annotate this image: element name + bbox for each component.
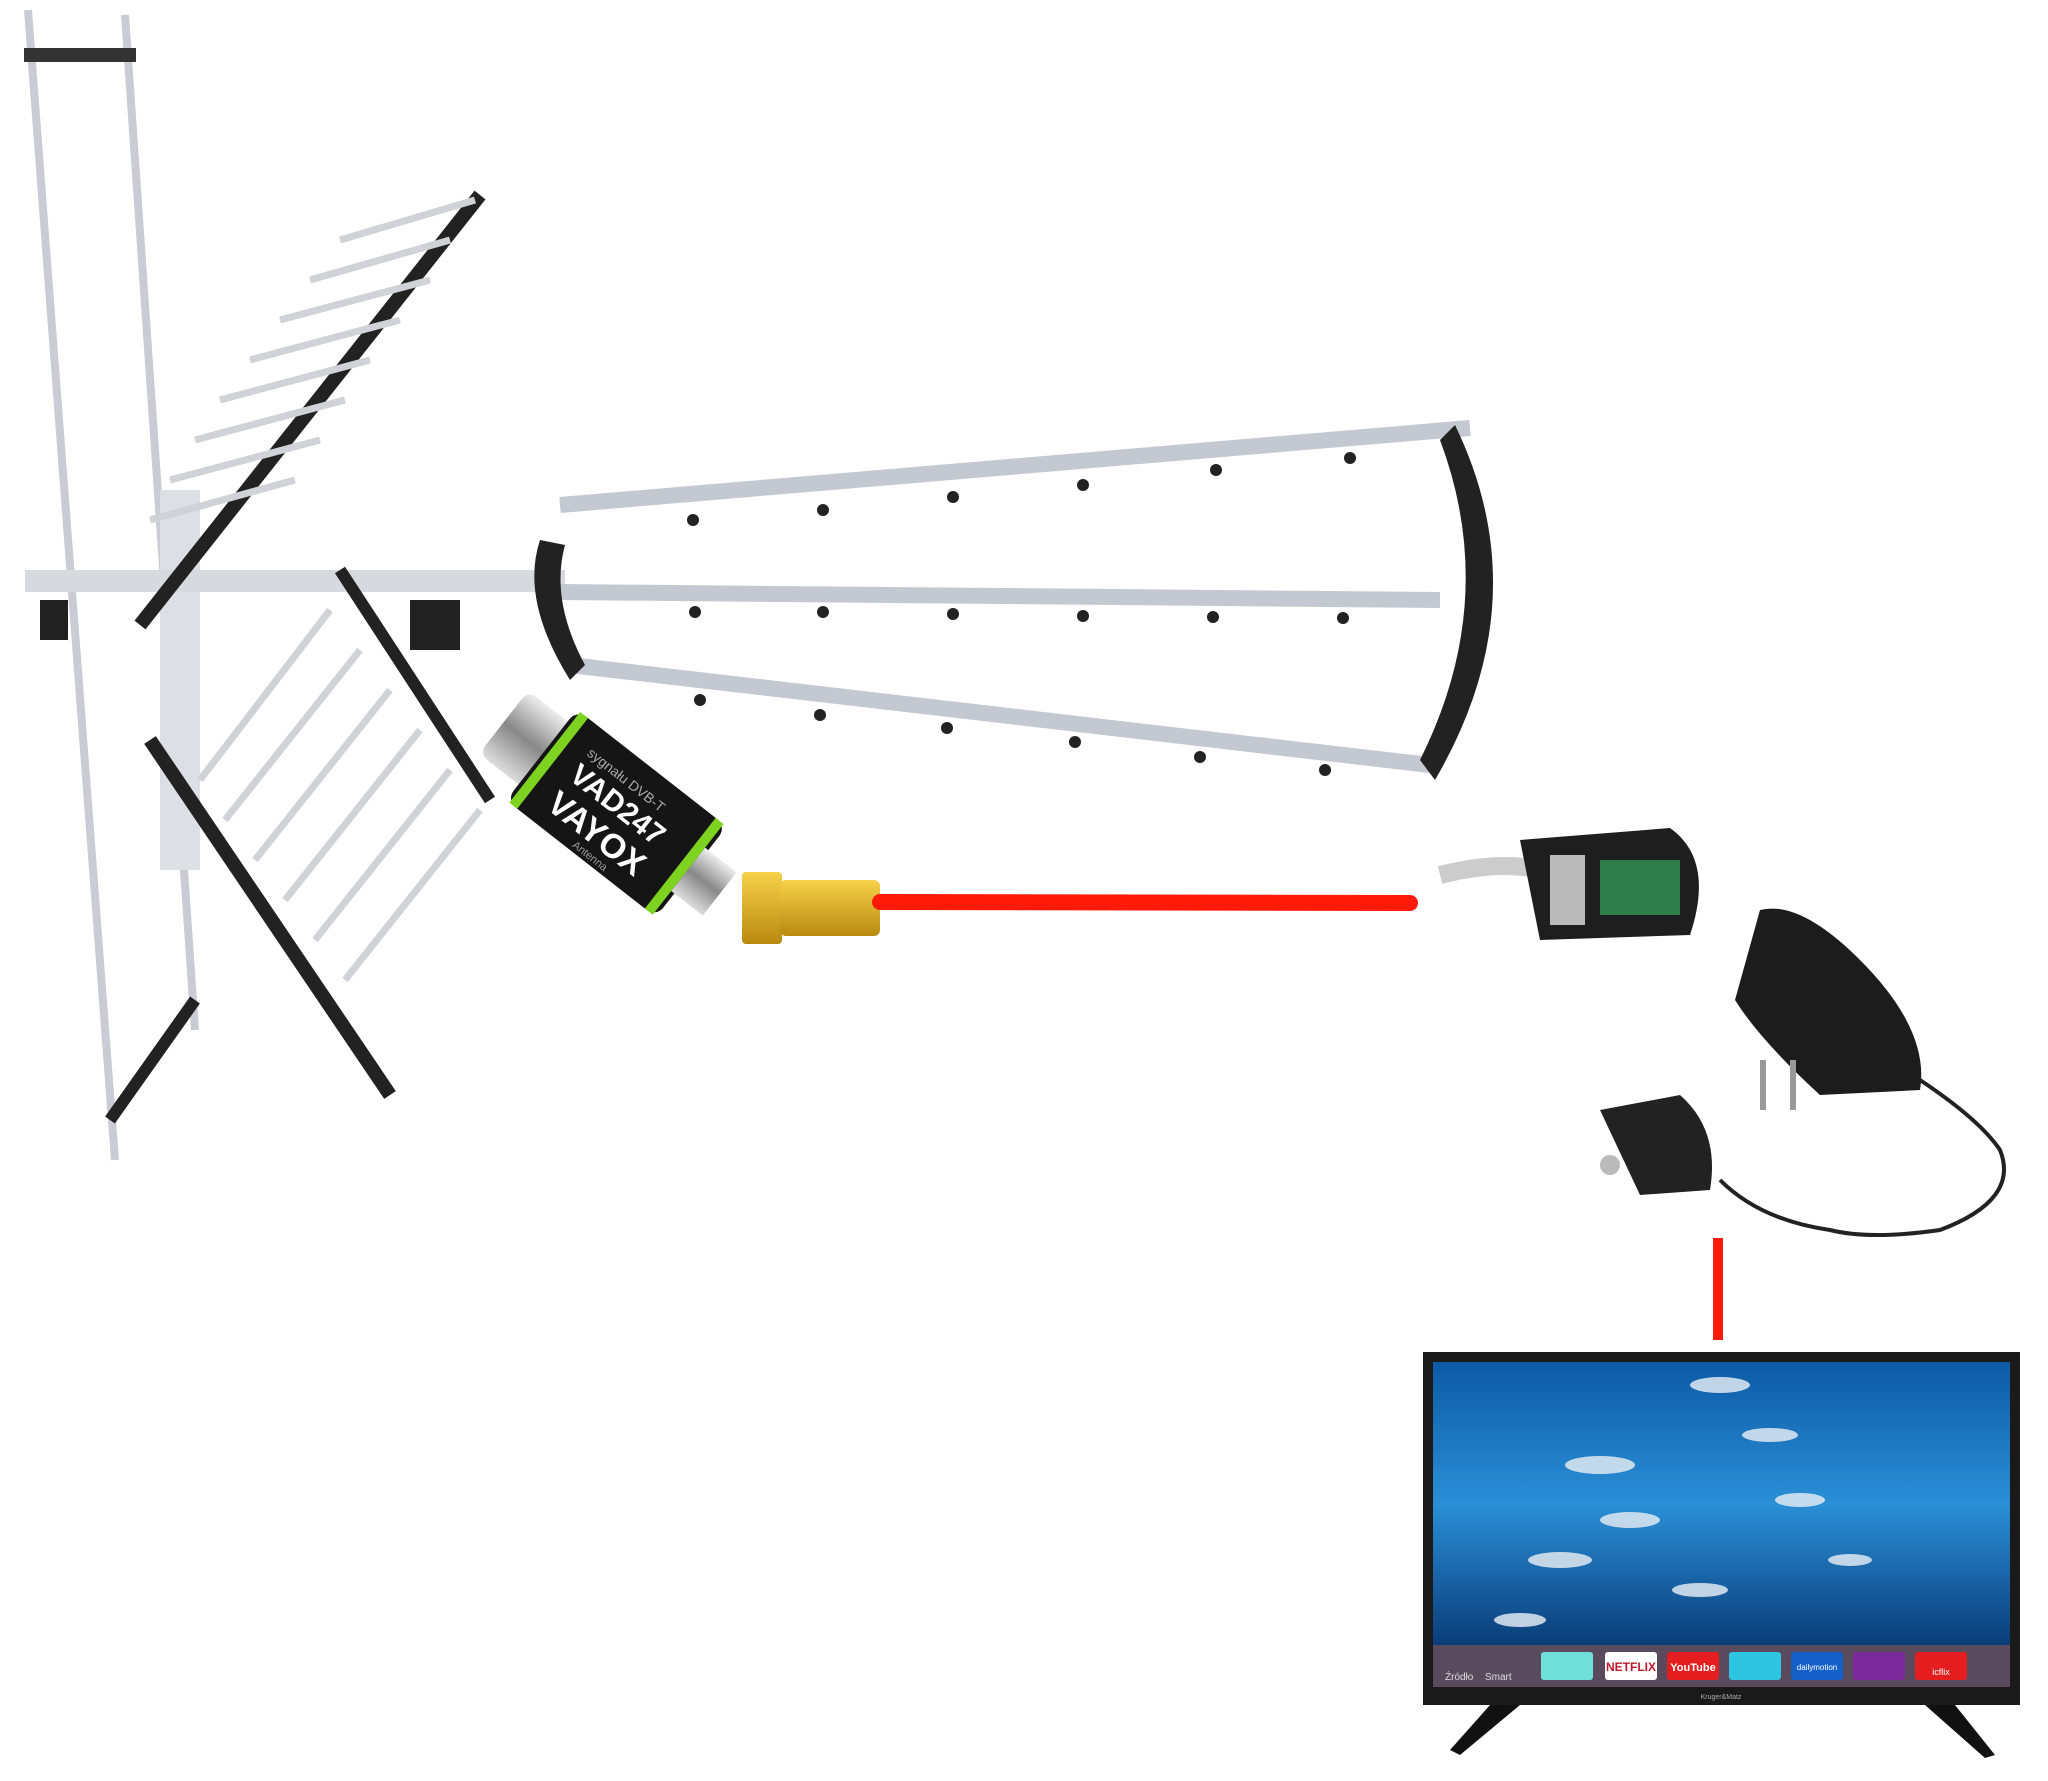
- tv-screen: [1433, 1362, 2010, 1645]
- antenna-wall-socket: [1437, 828, 1699, 940]
- grid-reflector: [134, 190, 496, 1099]
- antenna-boom: [25, 570, 565, 592]
- tv-stand-right: [1925, 1705, 1995, 1758]
- coax-cable-line: [872, 894, 1418, 911]
- app-netflix: NETFLIX: [1606, 1660, 1656, 1674]
- menu-source: Źródło: [1445, 1670, 1474, 1683]
- signal-amplifier: sygnału DVB-T VAD247 VAYOX Antenna: [483, 694, 737, 916]
- f-connector: [742, 872, 880, 944]
- power-supply: [1600, 908, 2006, 1237]
- app-youtube: YouTube: [1670, 1662, 1715, 1674]
- app-icflix: icflix: [1932, 1667, 1950, 1677]
- television: Źródło Smart NETFLIX YouTube dailymotion…: [1423, 1352, 2020, 1758]
- app-dailymotion: dailymotion: [1797, 1663, 1837, 1672]
- plug-adapter: [1600, 1095, 1712, 1195]
- tv-menu-bar: [1433, 1645, 2010, 1687]
- yagi-directors: [410, 420, 1494, 780]
- tv-stand-left: [1450, 1705, 1520, 1755]
- menu-smart: Smart: [1485, 1672, 1512, 1683]
- tv-brand: Kruger&Matz: [1701, 1694, 1742, 1701]
